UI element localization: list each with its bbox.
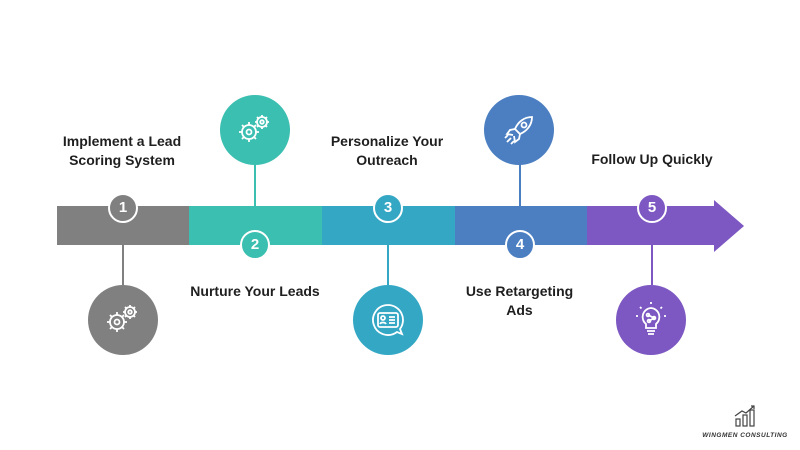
step-2-icon-circle: [220, 95, 290, 165]
step-2-label: Nurture Your Leads: [190, 283, 320, 299]
step-5-label: Follow Up Quickly: [591, 151, 713, 167]
arrow-head: [714, 200, 744, 252]
step-1-label: Implement a Lead Scoring System: [62, 133, 182, 168]
step-2-number: 2: [240, 230, 270, 260]
step-5-icon-circle: [616, 285, 686, 355]
step-4-label: Use Retargeting Ads: [465, 283, 574, 318]
brand-logo: WINGMEN CONSULTING: [700, 405, 790, 439]
gears-icon: [239, 115, 269, 142]
step-3-label: Personalize Your Outreach: [330, 133, 444, 168]
gears-icon: [107, 305, 137, 332]
brand-name: WINGMEN CONSULTING: [702, 432, 788, 439]
bar-chart-growth-icon: [734, 405, 755, 427]
step-2-connector: [254, 164, 256, 206]
step-4-icon-circle: [484, 95, 554, 165]
step-5-connector: [651, 245, 653, 285]
lightbulb-icon: [636, 302, 666, 335]
profile-chat-icon: [372, 304, 404, 336]
step-1-connector: [122, 245, 124, 285]
step-5-number: 5: [637, 193, 667, 223]
step-3-number: 3: [373, 193, 403, 223]
step-1-number: 1: [108, 193, 138, 223]
step-4-number: 4: [505, 230, 535, 260]
rocket-icon: [504, 116, 533, 145]
step-3-connector: [387, 245, 389, 285]
step-1-icon-circle: [88, 285, 158, 355]
step-3-icon-circle: [353, 285, 423, 355]
step-4-connector: [519, 164, 521, 206]
